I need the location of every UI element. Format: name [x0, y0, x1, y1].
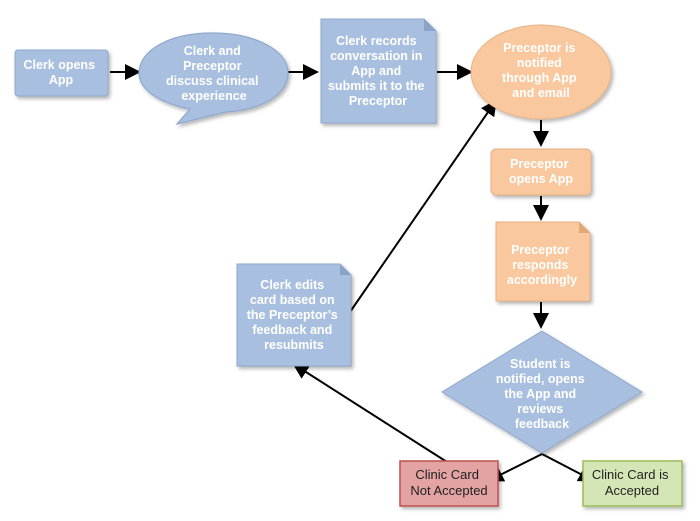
- label-line: App and: [351, 64, 401, 78]
- node-preceptor-notified: Preceptor is notified through App and em…: [470, 24, 612, 120]
- label-line: Student is: [510, 357, 570, 371]
- node-shape: [582, 460, 683, 507]
- label-line: Preceptor: [183, 59, 241, 73]
- label-line: submits it to the: [328, 79, 425, 93]
- label-line: through App: [502, 71, 577, 85]
- ellipse-shape: [470, 24, 612, 120]
- node-clerk-opens-app: Clerk opens App: [14, 49, 109, 97]
- node-label: Clinic Card is Accepted: [592, 467, 672, 498]
- label-line: the Preceptor’s: [247, 308, 338, 322]
- label-line: conversation in: [330, 49, 422, 63]
- label-line: notified: [517, 56, 562, 70]
- label-line: Preceptor: [349, 94, 407, 108]
- label-line: Preceptor is: [503, 41, 575, 55]
- label-line: Not Accepted: [410, 483, 487, 498]
- node-label: Clinic Card Not Accepted: [410, 467, 487, 498]
- label-line: opens App: [509, 172, 573, 186]
- note-shape: [320, 18, 437, 124]
- node-shape: [399, 460, 499, 507]
- folded-corner: [579, 222, 590, 233]
- node-preceptor-responds: Preceptor responds accordingly: [495, 221, 591, 302]
- node-label: Student is notified, opens the App and r…: [496, 357, 588, 431]
- arrow-edits-to-notified: [349, 99, 497, 313]
- label-line: card based on: [250, 293, 335, 307]
- label-line: Clerk and: [184, 44, 241, 58]
- label-line: Clerk edits: [260, 278, 324, 292]
- node-student-notified: Student is notified, opens the App and r…: [441, 330, 643, 454]
- node-label: Preceptor opens App: [509, 157, 573, 186]
- node-label: Preceptor is notified through App and em…: [502, 41, 580, 100]
- note-shape: [495, 221, 591, 302]
- node-shape: [14, 49, 109, 97]
- label-line: feedback and: [252, 323, 332, 337]
- node-clinic-card-not-accepted: Clinic Card Not Accepted: [399, 460, 499, 507]
- folded-corner: [424, 19, 436, 31]
- label-line: experience: [181, 89, 246, 103]
- label-line: notified, opens: [496, 372, 585, 386]
- label-line: and email: [512, 86, 570, 100]
- decision-diamond: [441, 330, 643, 454]
- label-line: App: [49, 73, 74, 87]
- label-line: feedback: [515, 417, 569, 431]
- label-line: Preceptor: [511, 243, 569, 257]
- label-line: the App and: [504, 387, 576, 401]
- label-line: reviews: [517, 402, 563, 416]
- node-discuss-clinical-experience: Clerk and Preceptor discuss clinical exp…: [138, 32, 289, 126]
- label-line: resubmits: [264, 338, 324, 352]
- note-shape: [236, 263, 352, 367]
- label-line: Clerk records: [336, 34, 417, 48]
- speech-bubble-shape: [138, 32, 289, 126]
- label-line: Accepted: [605, 483, 659, 498]
- node-label: Clerk opens App: [23, 58, 98, 87]
- node-label: Preceptor responds accordingly: [507, 243, 577, 287]
- node-label: Clerk edits card based on the Preceptor’…: [247, 278, 342, 352]
- label-line: discuss clinical: [166, 74, 258, 88]
- label-line: Preceptor: [510, 157, 568, 171]
- node-label: Clerk and Preceptor discuss clinical exp…: [166, 44, 262, 103]
- node-preceptor-opens-app: Preceptor opens App: [490, 148, 592, 196]
- node-label: Clerk records conversation in App and su…: [328, 34, 428, 108]
- arrow-not-accepted-to-edits: [292, 363, 448, 463]
- node-shape: [490, 148, 592, 196]
- node-clerk-edits-card: Clerk edits card based on the Preceptor’…: [236, 263, 352, 367]
- node-clinic-card-accepted: Clinic Card is Accepted: [582, 460, 683, 507]
- label-line: Clinic Card is: [592, 467, 669, 482]
- node-clerk-records-conversation: Clerk records conversation in App and su…: [320, 18, 437, 124]
- label-line: responds: [512, 258, 568, 272]
- folded-corner: [340, 264, 351, 275]
- label-line: accordingly: [507, 273, 577, 287]
- label-line: Clerk opens: [23, 58, 95, 72]
- connectors: [110, 64, 595, 482]
- label-line: Clinic Card: [415, 467, 479, 482]
